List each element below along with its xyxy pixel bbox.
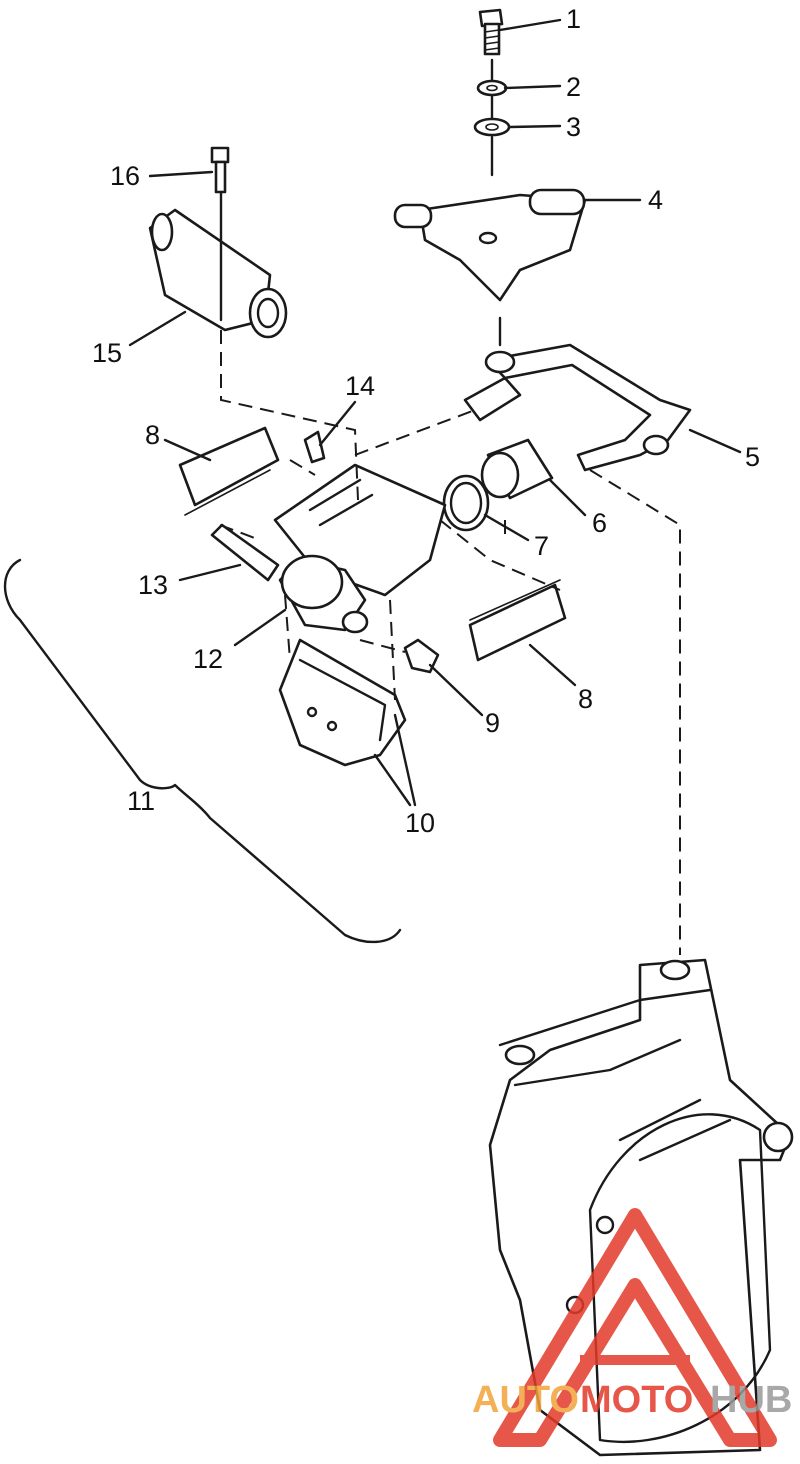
- callout-labels: 1 2 3 4 5 6 7 8 8 9 10 11 12 13 14 15 16: [92, 4, 760, 838]
- callout-8-lower: 8: [578, 684, 593, 714]
- upper-bracket-part-4: [393, 188, 587, 347]
- bleed-screw-part-14: [303, 430, 326, 464]
- pad-shim-part-8-lower: [468, 579, 567, 662]
- watermark-text-auto: AUTO: [472, 1379, 579, 1421]
- callout-11: 11: [127, 786, 155, 816]
- fitting-part-13: [210, 523, 280, 582]
- watermark-text-hub: HUB: [710, 1379, 792, 1421]
- leader-lines: [128, 18, 742, 807]
- callout-7: 7: [534, 531, 549, 561]
- caliper-body-part-12: [273, 463, 447, 634]
- callout-6: 6: [592, 508, 607, 538]
- callout-1: 1: [566, 4, 581, 34]
- lock-washer-part-2: [476, 58, 508, 97]
- watermark-triangle-logo: [493, 1208, 777, 1447]
- bushing-part-6: [480, 438, 554, 500]
- automotohub-watermark: AUTO MOTO HUB: [472, 1208, 792, 1447]
- brake-pad-part-10: [278, 638, 407, 767]
- callout-16: 16: [110, 161, 140, 191]
- watermark-text-moto: MOTO: [580, 1379, 693, 1421]
- callout-12: 12: [193, 644, 223, 674]
- callout-9: 9: [485, 708, 500, 738]
- callout-13: 13: [138, 570, 168, 600]
- alignment-lines: [219, 330, 681, 955]
- callout-14: 14: [345, 371, 375, 401]
- callout-8-upper: 8: [145, 420, 160, 450]
- bolt-part-1: [478, 8, 504, 56]
- callout-5: 5: [745, 442, 760, 472]
- callout-10: 10: [405, 808, 435, 838]
- handle-frame-part-5: [463, 343, 692, 472]
- adapter-housing-part-15: [148, 208, 288, 339]
- callout-15: 15: [92, 338, 122, 368]
- callout-4: 4: [648, 185, 663, 215]
- washer-part-3: [473, 94, 511, 177]
- pad-shim-part-8-upper: [178, 426, 280, 516]
- screw-part-16: [210, 146, 230, 322]
- callout-3: 3: [566, 112, 581, 142]
- group-brace-11: [3, 558, 402, 944]
- o-ring-part-7: [442, 474, 490, 532]
- callout-2: 2: [566, 72, 581, 102]
